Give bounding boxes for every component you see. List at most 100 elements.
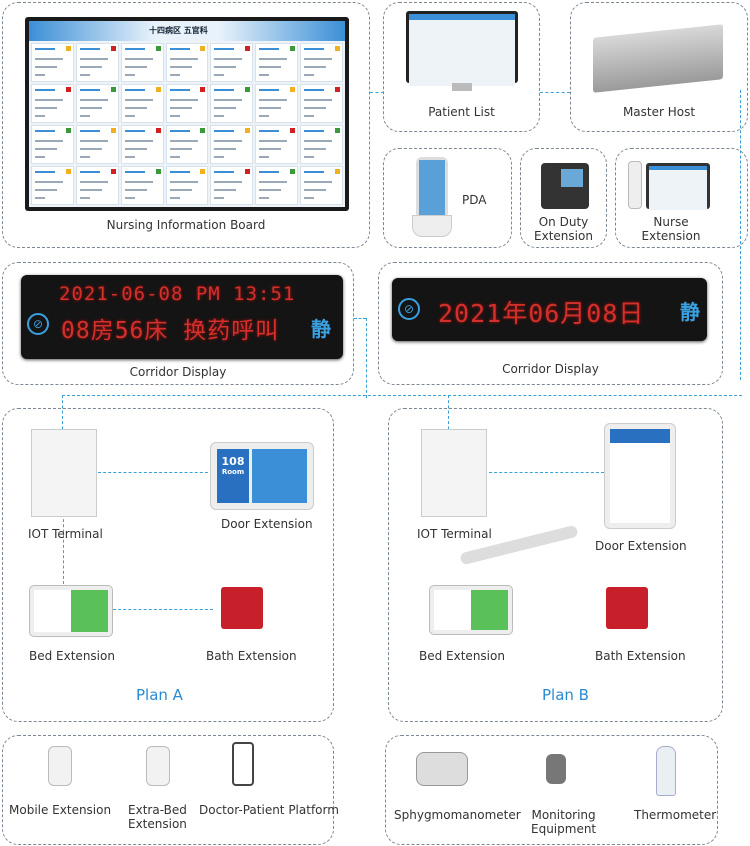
board-card [255, 84, 299, 123]
plan-b-title: Plan B [542, 686, 589, 704]
board-card [120, 125, 164, 164]
monitoring-equipment-label: Monitoring Equipment [531, 808, 597, 836]
iot-terminal-a-label: IOT Terminal [28, 527, 103, 541]
room-label: Room [221, 468, 245, 476]
board-card [300, 125, 343, 164]
iot-terminal-image [31, 429, 97, 517]
pda-panel: PDA [383, 148, 512, 248]
board-card [120, 43, 164, 82]
extra-bed-extension-label: Extra-Bed Extension [128, 803, 187, 831]
bed-extension-a-label: Bed Extension [29, 649, 115, 663]
board-card [210, 125, 254, 164]
board-card [165, 43, 209, 82]
monitoring-equipment-image [546, 754, 566, 784]
master-host-image [593, 24, 723, 93]
mobile-extension-label: Mobile Extension [9, 803, 112, 817]
medical-equipment-panel: Sphygmomanometer Monitoring Equipment Th… [385, 735, 718, 845]
nursing-board-image: 十四病区 五官科 [25, 17, 349, 211]
nursing-board-panel: 十四病区 五官科 Nursing Information Board [2, 2, 370, 248]
connector [370, 92, 384, 93]
board-card [75, 84, 119, 123]
board-card [165, 166, 209, 205]
no-smoking-icon: ⊘ [27, 313, 49, 335]
corridor-display-a-label: Corridor Display [129, 365, 227, 379]
board-card [165, 125, 209, 164]
led-display-b: ⊘ 2021年06月08日 静 [392, 278, 707, 341]
board-card [31, 125, 74, 164]
door-extension-a-label: Door Extension [221, 517, 313, 531]
nurse-extension-image [646, 163, 710, 210]
connector [354, 318, 366, 319]
bed-extension-b-image [429, 585, 513, 635]
board-card [31, 166, 74, 205]
plan-a-title: Plan A [136, 686, 183, 704]
on-duty-extension-label: On Duty Extension [534, 215, 593, 243]
monitor-image [406, 11, 518, 86]
monitor-stand [452, 83, 472, 91]
corridor-display-a-panel: ⊘ 2021-06-08 PM 13:51 08房56床 换药呼叫 静 Corr… [2, 262, 354, 385]
door-extension-b-image [604, 423, 676, 529]
bath-extension-a-label: Bath Extension [206, 649, 297, 663]
iot-terminal-b-label: IOT Terminal [417, 527, 492, 541]
quiet-sign: 静 [311, 317, 331, 341]
pda-image [416, 157, 448, 219]
board-card [75, 125, 119, 164]
board-card [120, 166, 164, 205]
connector [540, 92, 570, 93]
patient-list-label: Patient List [428, 105, 495, 119]
board-card [75, 166, 119, 205]
board-card [210, 43, 254, 82]
nurse-extension-panel: Nurse Extension [615, 148, 748, 248]
bath-extension-a-image [221, 587, 263, 629]
bath-extension-b-label: Bath Extension [595, 649, 686, 663]
board-card [255, 166, 299, 205]
corridor-display-b-label: Corridor Display [502, 362, 599, 376]
master-host-panel: Master Host [570, 2, 748, 132]
on-duty-extension-panel: On Duty Extension [520, 148, 607, 248]
sphygmomanometer-label: Sphygmomanometer [394, 808, 521, 822]
connector [366, 318, 367, 398]
board-card [255, 43, 299, 82]
board-card [165, 84, 209, 123]
board-card [255, 125, 299, 164]
board-card [300, 166, 343, 205]
board-card [300, 84, 343, 123]
bed-extension-b-label: Bed Extension [419, 649, 505, 663]
door-extension-b-label: Door Extension [595, 539, 687, 553]
thermometer-image [656, 746, 676, 796]
connector [62, 395, 63, 445]
bed-extension-a-image [29, 585, 113, 637]
phone-image [541, 163, 589, 209]
pda-label: PDA [462, 193, 487, 207]
board-card [31, 84, 74, 123]
extra-bed-extension-image [146, 746, 170, 786]
patient-list-panel: Patient List [383, 2, 540, 132]
led-display-a: ⊘ 2021-06-08 PM 13:51 08房56床 换药呼叫 静 [21, 275, 343, 359]
no-smoking-icon: ⊘ [398, 298, 420, 320]
thermometer-label: Thermometer [634, 808, 717, 822]
pda-cradle [412, 215, 452, 237]
board-card [75, 43, 119, 82]
doctor-patient-platform-image [232, 742, 254, 786]
corridor-display-b-panel: ⊘ 2021年06月08日 静 Corridor Display [378, 262, 723, 385]
room-number: 108 [221, 455, 245, 468]
led-line2: 08房56床 换药呼叫 [61, 318, 280, 344]
sphygmomanometer-image [416, 752, 468, 786]
mobile-devices-panel: Mobile Extension Extra-Bed Extension Doc… [2, 735, 339, 845]
doctor-patient-platform-label: Doctor-Patient Platform [199, 803, 339, 817]
mobile-extension-image [48, 746, 72, 786]
nursing-board-label: Nursing Information Board [106, 218, 266, 232]
led-line1: 2021年06月08日 [438, 299, 645, 328]
iot-terminal-image [421, 429, 487, 517]
led-line1: 2021-06-08 PM 13:51 [59, 283, 296, 305]
board-card [300, 43, 343, 82]
nurse-extension-label: Nurse Extension [641, 215, 701, 243]
board-card [31, 43, 74, 82]
master-host-label: Master Host [622, 105, 696, 119]
quiet-sign: 静 [680, 300, 700, 324]
ward-title: 十四病区 五官科 [149, 26, 208, 35]
handset-image [628, 161, 642, 209]
board-card [210, 166, 254, 205]
